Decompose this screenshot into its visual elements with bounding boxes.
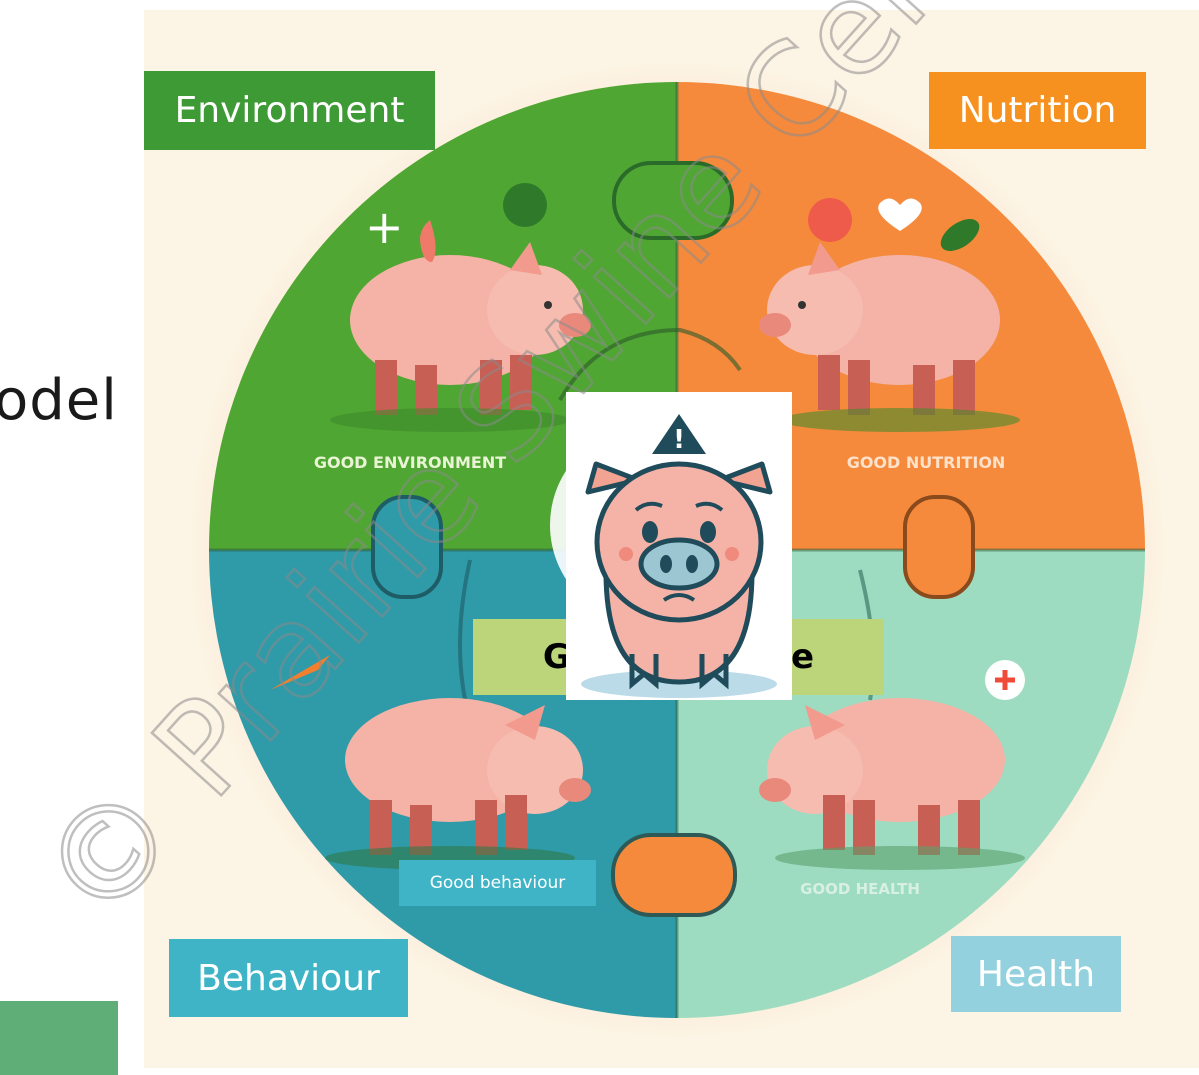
pig-environment	[330, 242, 591, 432]
caption-good-health: GOOD HEALTH	[800, 880, 920, 898]
plus-icon: +	[365, 200, 404, 254]
caption-good-nutrition: GOOD NUTRITION	[847, 453, 1006, 472]
pig-right-ear	[717, 461, 773, 495]
green-footer-block	[0, 1001, 118, 1075]
pig-health	[759, 698, 1025, 870]
puzzle-knob-left	[371, 495, 443, 599]
carrot-icon	[270, 655, 330, 690]
behaviour-tag: Behaviour	[169, 939, 408, 1017]
warning-symbol: !	[673, 425, 685, 455]
radish-icon	[808, 198, 852, 242]
pig-snout	[638, 537, 720, 591]
pig-left-ear	[585, 461, 641, 495]
good-behaviour-tag: Good behaviour	[399, 860, 596, 906]
sad-pig-panel: !	[566, 392, 792, 700]
tree-icon	[503, 183, 547, 227]
puzzle-knob-top	[612, 161, 734, 240]
pig-nutrition	[759, 242, 1020, 432]
puzzle-knob-bottom	[611, 833, 737, 917]
health-tag: Health	[951, 936, 1121, 1012]
drop-icon	[420, 220, 436, 262]
puzzle-knob-right	[903, 495, 975, 599]
pig-behaviour	[325, 698, 591, 870]
caption-good-environment: GOOD ENVIRONMENT	[314, 453, 506, 472]
heart-icon	[878, 198, 922, 231]
nutrition-tag: Nutrition	[929, 72, 1146, 149]
partial-title-text: odel	[0, 368, 118, 433]
sad-pig-icon: !	[581, 414, 777, 698]
leaf-icon	[940, 219, 980, 251]
environment-tag: Environment	[144, 71, 435, 150]
warning-triangle-icon	[652, 414, 706, 454]
